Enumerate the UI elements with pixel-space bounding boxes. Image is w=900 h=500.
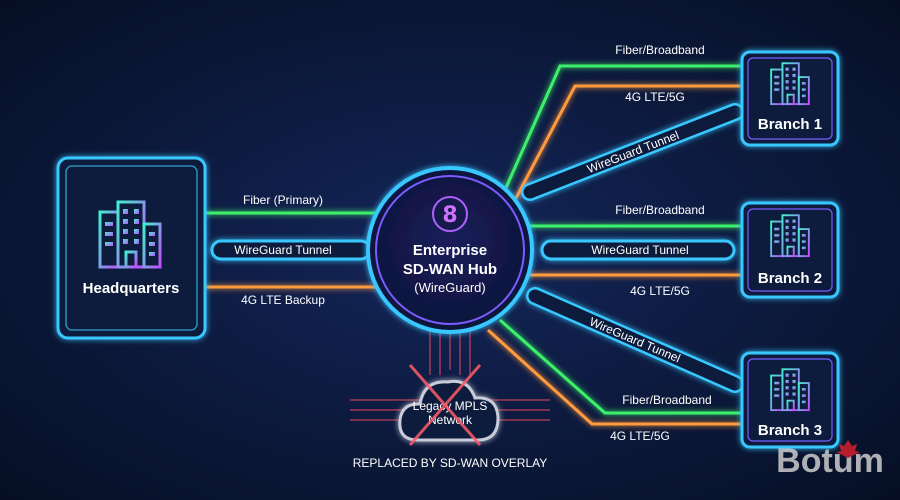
hub-title-2: SD-WAN Hub — [403, 261, 497, 278]
legacy-mpls: Legacy MPLS Network REPLACED BY SD-WAN O… — [350, 330, 550, 470]
watermark-text: Botum — [776, 442, 884, 480]
sd-wan-hub: 8 Enterprise SD-WAN Hub (WireGuard) — [366, 166, 534, 334]
maple-leaf-icon — [836, 440, 860, 458]
mpls-caption: REPLACED BY SD-WAN OVERLAY — [353, 456, 548, 470]
b1-fiber-label: Fiber/Broadband — [615, 43, 704, 57]
hq-label: Headquarters — [83, 280, 180, 297]
branch-links — [486, 64, 744, 426]
branch-2-node: Branch 2 — [740, 201, 840, 299]
botum-watermark: Botum — [776, 440, 884, 480]
hub-title-1: Enterprise — [413, 242, 487, 259]
b1-lte-link — [513, 84, 742, 201]
hq-fiber-label: Fiber (Primary) — [243, 193, 323, 207]
b2-lte-label: 4G LTE/5G — [630, 284, 690, 298]
hub-subtitle: (WireGuard) — [414, 280, 486, 295]
branch-3-node: Branch 3 — [740, 351, 840, 449]
b2-tunnel-label: WireGuard Tunnel — [591, 243, 688, 257]
branch-2-label: Branch 2 — [758, 270, 822, 287]
hq-tunnel-label: WireGuard Tunnel — [234, 243, 331, 257]
cross-icon — [408, 364, 482, 446]
hq-links — [205, 211, 380, 289]
svg-text:8: 8 — [442, 203, 457, 228]
branch-3-label: Branch 3 — [758, 422, 822, 439]
b3-fiber-label: Fiber/Broadband — [622, 393, 711, 407]
b2-tunnel — [540, 239, 736, 261]
b1-fiber-link — [503, 64, 742, 191]
b3-lte-link — [486, 328, 742, 426]
b1-lte-label: 4G LTE/5G — [625, 90, 685, 104]
mpls-label: Legacy MPLS — [413, 399, 488, 413]
wireguard-logo-icon: 8 — [432, 196, 468, 232]
b2-fiber-label: Fiber/Broadband — [615, 203, 704, 217]
branch-1-node: Branch 1 — [740, 50, 840, 147]
hq-lte-label: 4G LTE Backup — [241, 293, 325, 307]
b3-lte-label: 4G LTE/5G — [610, 429, 670, 443]
b3-fiber-link — [499, 318, 742, 415]
branch-1-label: Branch 1 — [758, 116, 822, 133]
headquarters-node: Headquarters — [56, 156, 207, 340]
